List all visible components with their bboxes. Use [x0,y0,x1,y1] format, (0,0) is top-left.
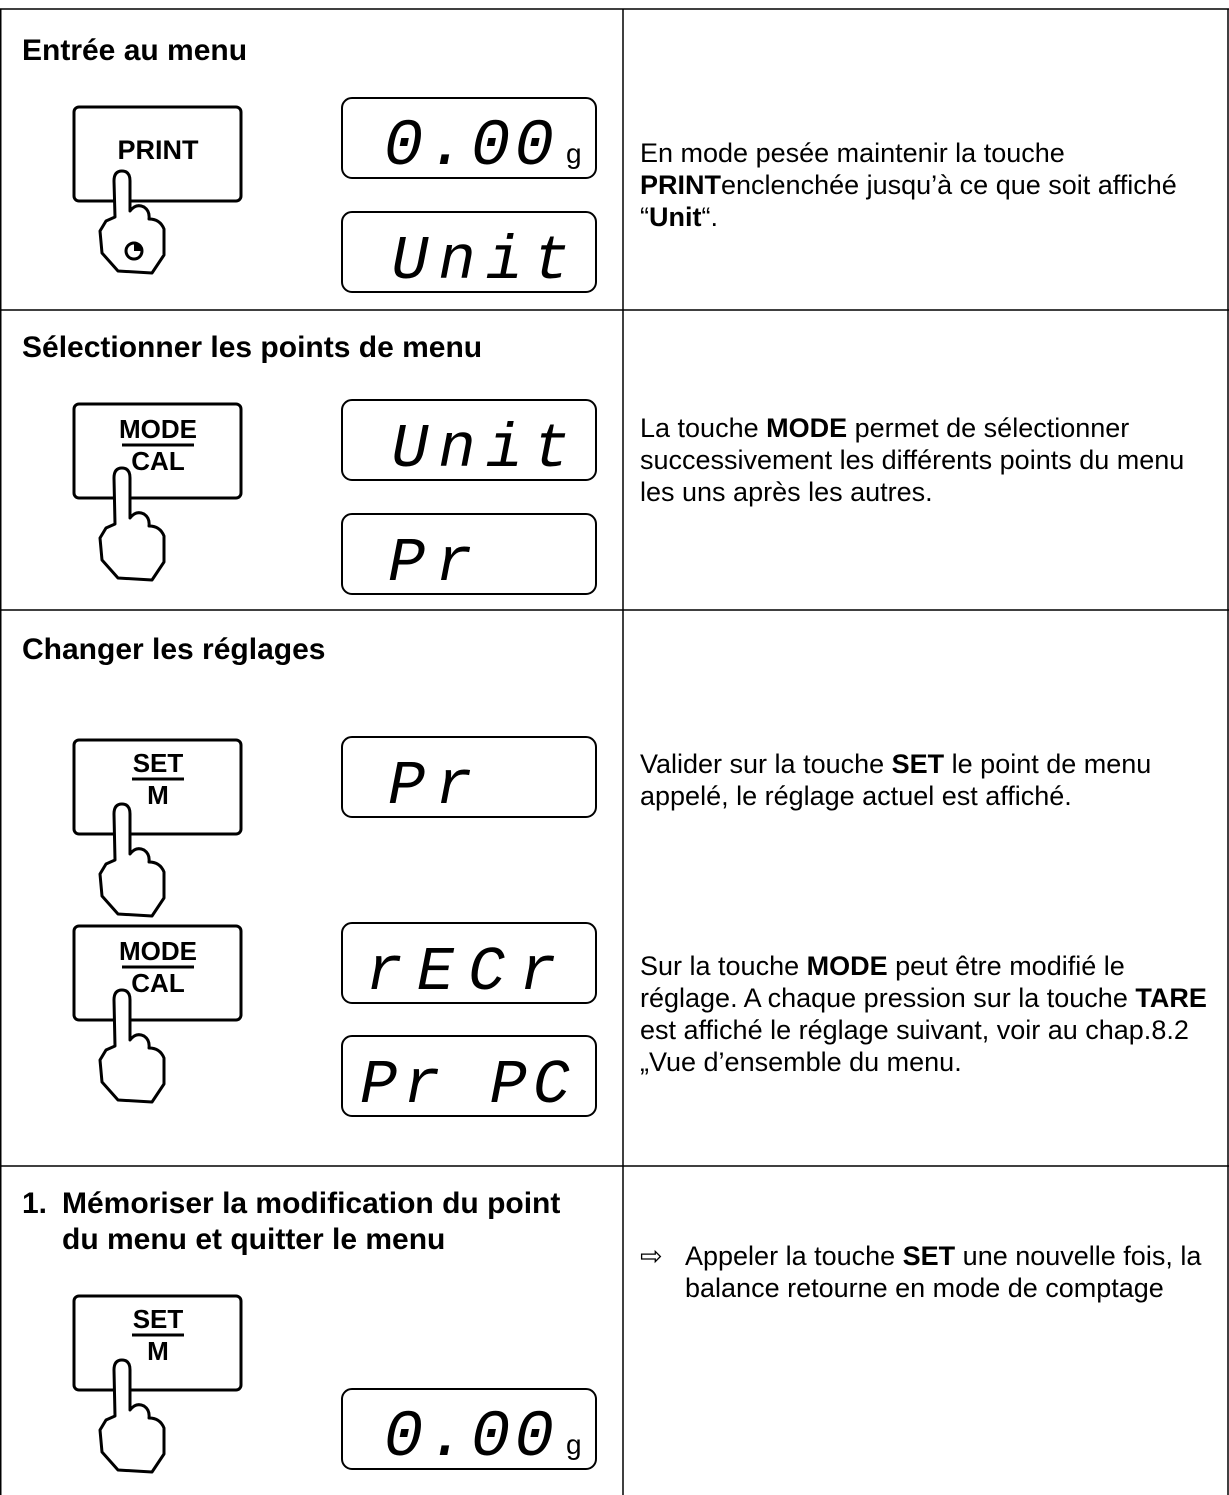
hand-press-icon [98,988,166,1104]
lcd-display-unit: Unit [341,211,597,294]
lcd-display-weight: 0.00 g [341,97,597,180]
section-title-text: Mémoriser la modification du point du me… [62,1187,561,1256]
hand-press-icon [98,1358,166,1474]
set-key-label-2: SET [133,1304,184,1334]
step-description-modify: Sur la touche MODE peut être modifié le … [640,951,1207,1077]
set-m-key-2: SET M [72,1294,243,1474]
lcd-pr-text: Pr [388,528,482,596]
lcd-prpc-text: Pr PC [360,1050,576,1118]
mode-cal-key-2: MODE CAL [72,924,243,1104]
m-key-label-2: M [147,1336,169,1366]
bullet-save-instruction: ⇨ Appeler la touche SET une nouvelle foi… [640,1240,1220,1304]
section-title-save: 1. Mémoriser la modification du point du… [22,1186,602,1258]
hand-press-icon [98,466,166,582]
section-description-select: La touche MODE permet de sélectionner su… [640,413,1185,507]
arrow-bullet-icon: ⇨ [640,1241,663,1271]
lcd-pr-text-2: Pr [388,751,482,819]
set-m-key: SET M [72,738,243,918]
lcd-unit-text: Unit [391,226,580,294]
mode-cal-key: MODE CAL [72,402,243,582]
lcd-weight-value-2: 0.00 [384,1400,558,1471]
lcd-display-unit-2: Unit [341,399,597,482]
mode-key-label-2: MODE [119,936,197,966]
cal-key-label-2: CAL [131,968,185,998]
hand-press-icon [98,802,166,918]
section-title-entry: Entrée au menu [22,34,248,67]
lcd-display-recr: rECr [341,922,597,1005]
step-description-validate: Valider sur la touche SET le point de me… [640,749,1152,811]
lcd-recr-text: rECr [366,937,571,1005]
print-key: PRINT [72,105,243,275]
lcd-unit-2: g [566,1429,582,1460]
lcd-display-pr: Pr [341,513,597,596]
lcd-display-pr-2: Pr [341,736,597,819]
hand-press-icon [98,169,166,275]
lcd-unit-text-2: Unit [391,414,580,482]
bullet-text: Appeler la touche SET une nouvelle fois,… [685,1241,1202,1303]
mode-key-label: MODE [119,414,197,444]
set-key-label: SET [133,748,184,778]
section-title-change: Changer les réglages [22,633,326,666]
lcd-weight-value: 0.00 [384,109,558,180]
m-key-label: M [147,780,169,810]
lcd-display-weight-2: 0.00 g [341,1388,597,1471]
section-number: 1. [22,1187,48,1220]
section-description-entry: En mode pesée maintenir la touche PRINTe… [640,138,1177,232]
cal-key-label: CAL [131,446,185,476]
print-key-label: PRINT [118,135,200,165]
lcd-display-prpc: Pr PC [341,1035,597,1118]
section-title-select: Sélectionner les points de menu [22,331,483,364]
lcd-unit: g [566,138,582,169]
